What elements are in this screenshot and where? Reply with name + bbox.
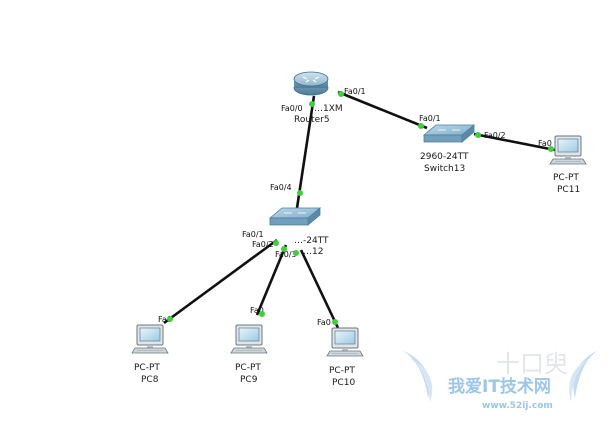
port-label-switch12-fa04: Fa0/4 xyxy=(270,183,292,192)
port-dot-switch12-fa04 xyxy=(297,190,303,196)
watermark-site-name: 我爱IT技术网 xyxy=(448,376,551,397)
pc10-type-label: PC-PT xyxy=(329,366,355,376)
port-dot-router-fa00 xyxy=(309,101,315,107)
router[interactable] xyxy=(293,71,329,96)
switch13-model-label: 2960-24TT xyxy=(420,152,469,162)
switch13[interactable] xyxy=(423,124,475,143)
pc11-name-label: PC11 xyxy=(557,185,580,195)
watermark: 十口臾 我爱IT技术网 www.52ij.com xyxy=(402,350,598,411)
switch12[interactable] xyxy=(269,207,321,226)
link-router-switch12 xyxy=(295,95,316,209)
router-model-label: …1XM xyxy=(314,104,343,114)
pc10-name-label: PC10 xyxy=(332,378,355,388)
pc11-type-label: PC-PT xyxy=(553,173,579,183)
pc10[interactable] xyxy=(326,327,364,357)
pc8[interactable] xyxy=(131,324,169,354)
port-label-router-fa01: Fa0/1 xyxy=(344,87,366,96)
pc9-name-label: PC9 xyxy=(240,375,258,385)
pc9-type-label: PC-PT xyxy=(235,363,261,373)
port-dot-switch12-fa02 xyxy=(281,246,287,252)
port-dot-switch12-fa03 xyxy=(293,250,299,256)
port-dot-pc10-fa0 xyxy=(332,319,338,325)
link-switch12-pc10 xyxy=(299,249,340,329)
port-label-switch13-fa01: Fa0/1 xyxy=(419,114,441,123)
pc8-type-label: PC-PT xyxy=(134,363,160,373)
links xyxy=(163,90,556,329)
wings-logo-icon xyxy=(402,350,598,402)
port-label-pc8-fa0: Fa0 xyxy=(158,315,172,324)
watermark-faded-text: 十口臾 xyxy=(496,350,568,378)
link-switch12-pc9 xyxy=(255,244,288,316)
port-label-router-fa00: Fa0/0 xyxy=(281,104,303,113)
port-dots xyxy=(167,91,554,325)
port-dot-pc8-fa0 xyxy=(167,316,173,322)
router-name-label: Router5 xyxy=(294,115,330,125)
port-label-switch12-fa01: Fa0/1 xyxy=(242,230,264,239)
switch12-model-label: …-24TT xyxy=(294,236,329,246)
watermark-url: www.52ij.com xyxy=(482,401,553,411)
port-label-switch12-fa03: Fa0/3 xyxy=(275,250,297,259)
link-switch13-pc11 xyxy=(473,132,556,152)
switch12-name-label: …12 xyxy=(303,247,323,257)
link-router-switch13 xyxy=(337,90,428,130)
port-label-pc11-fa0: Fa0 xyxy=(538,139,552,148)
link-switch12-pc8 xyxy=(163,238,278,325)
port-label-switch12-fa02: Fa0/2 xyxy=(252,240,274,249)
port-dot-pc9-fa0 xyxy=(259,311,265,317)
port-label-switch13-fa02: Fa0/2 xyxy=(484,131,506,140)
port-label-pc10-fa0: Fa0 xyxy=(317,318,331,327)
port-dot-switch13-fa02 xyxy=(475,132,481,138)
switch13-name-label: Switch13 xyxy=(424,164,465,174)
pc11[interactable] xyxy=(549,135,587,165)
port-dot-router-fa01 xyxy=(338,91,344,97)
port-dot-switch13-fa01 xyxy=(418,123,424,129)
port-label-pc9-fa0: Fa0 xyxy=(250,306,264,315)
port-dot-pc11-fa0 xyxy=(548,146,554,152)
pc9[interactable] xyxy=(230,324,268,354)
pc8-name-label: PC8 xyxy=(141,375,159,385)
port-dot-switch12-fa01 xyxy=(273,240,279,246)
